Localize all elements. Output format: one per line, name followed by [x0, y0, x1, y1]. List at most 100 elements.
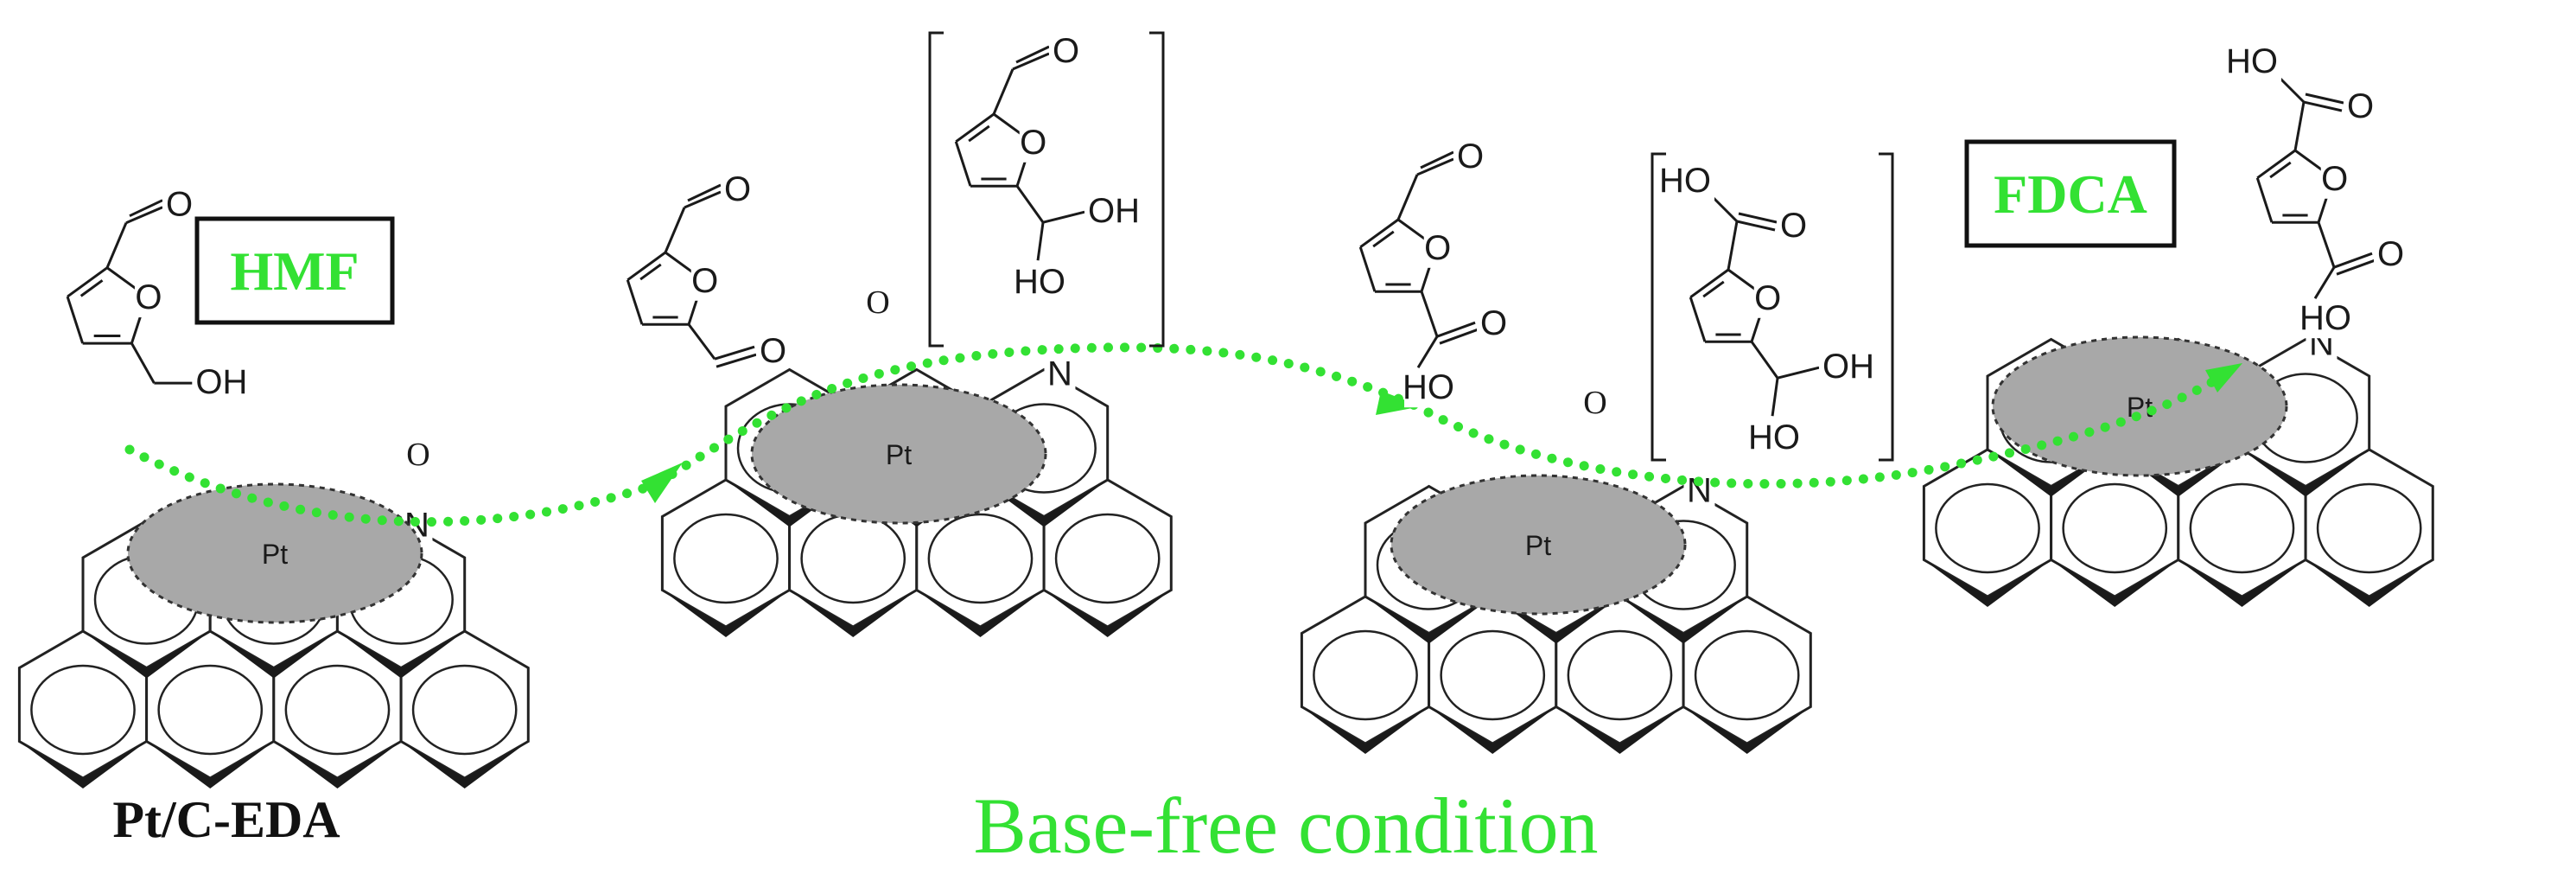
atom-label: O: [2321, 160, 2348, 198]
bond: [67, 266, 108, 298]
atom-label: O: [1480, 304, 1507, 342]
nitrogen-atom-label: N: [1047, 355, 1072, 393]
ring-edge: [1044, 590, 1172, 637]
ring-edge: [662, 590, 790, 637]
bond: [66, 296, 85, 344]
ring-edge: [789, 590, 917, 637]
label-backdrop: [2344, 90, 2371, 126]
ring-pi-system: [1054, 513, 1161, 604]
ring-pi-system: [30, 664, 136, 756]
bond: [1436, 321, 1476, 338]
atom-label: OH: [1822, 348, 1874, 386]
bond: [1777, 366, 1820, 380]
ring-edge: [1683, 706, 1811, 754]
bond: [627, 251, 666, 281]
atom-label: O: [760, 332, 786, 370]
bond: [1439, 328, 1479, 345]
bond: [2333, 252, 2373, 269]
ring-edge: [210, 631, 338, 679]
bond: [1015, 185, 1045, 224]
platinum-nanoparticle: Pt: [126, 482, 423, 624]
bond: [1420, 290, 1439, 337]
platinum-particle: [750, 383, 1047, 525]
label-backdrop: [162, 188, 190, 225]
atom-label: O: [135, 278, 162, 316]
label-backdrop: [1453, 140, 1481, 176]
bond: [1736, 220, 1776, 232]
label-backdrop: [134, 281, 162, 318]
ring-edge: [1988, 450, 2115, 497]
label-backdrop: [1044, 355, 1076, 391]
bond: [714, 345, 755, 361]
bond: [954, 141, 972, 187]
furan-molecule: O O O: [626, 170, 786, 372]
ring-edge: [1555, 706, 1684, 754]
label-backdrop: [2320, 162, 2349, 199]
atom-label: O: [691, 262, 718, 300]
ring-edge: [2115, 450, 2242, 497]
atom-label: O: [724, 170, 751, 208]
bond: [687, 183, 722, 202]
bond: [687, 323, 716, 361]
ring-pi-system: [1440, 629, 1546, 721]
platinum-nanoparticle: Pt: [1390, 474, 1687, 616]
ring-edge: [2242, 450, 2369, 497]
ring-edge: [146, 741, 274, 788]
atom-label: O: [2377, 235, 2404, 273]
bond: [1420, 150, 1454, 169]
bond: [105, 222, 128, 269]
ring-edge: [1924, 559, 2051, 607]
bond: [1372, 230, 1395, 248]
reaction-condition: Base-free condition: [974, 782, 1599, 870]
label-backdrop: [2374, 238, 2402, 275]
atom-label: O: [1424, 229, 1451, 267]
ring-pi-system: [2062, 482, 2168, 574]
bond: [1359, 218, 1399, 248]
ring-pi-system: [1567, 629, 1673, 721]
bond: [2269, 161, 2292, 179]
atom-label: O: [1754, 279, 1781, 317]
atom-label: O: [2347, 87, 2374, 125]
ring-pi-system: [1935, 482, 2040, 574]
label-backdrop: [1477, 307, 1505, 344]
label-backdrop: [1015, 265, 1065, 303]
label-backdrop: [1666, 164, 1714, 201]
platinum-label: Pt: [262, 539, 288, 570]
bond: [1709, 194, 1739, 223]
ring-pi-system: [2189, 482, 2295, 574]
left-bracket: [1651, 152, 1666, 462]
arrowhead-icon: [1376, 391, 1422, 415]
label-backdrop: [2233, 45, 2281, 81]
atom-label: OH: [1088, 192, 1140, 230]
bond: [1689, 268, 1729, 298]
fdca-label: FDCA: [1994, 163, 2147, 225]
arrowhead-icon: [2205, 363, 2242, 393]
ring-edge: [1492, 597, 1620, 644]
bond: [125, 206, 163, 225]
atom-label: O: [1020, 124, 1046, 162]
bond: [1416, 335, 1439, 368]
left-bracket: [928, 31, 944, 348]
label-backdrop: [1819, 350, 1868, 387]
bond: [2336, 259, 2376, 276]
ring-pi-system: [157, 664, 264, 756]
ring-pi-system: [2316, 482, 2422, 574]
atom-label: O: [1457, 137, 1484, 176]
bond: [1416, 157, 1454, 176]
label-backdrop: [1423, 231, 1452, 268]
right-bracket: [1149, 31, 1165, 348]
hmf-label: HMF: [230, 240, 359, 302]
bond: [2293, 101, 2306, 151]
bond: [1036, 222, 1045, 261]
bond: [1771, 378, 1779, 417]
ring-edge: [83, 631, 211, 679]
bond: [1727, 220, 1739, 271]
ring-pi-system: [284, 664, 391, 756]
platinum-label: Pt: [1525, 530, 1551, 561]
